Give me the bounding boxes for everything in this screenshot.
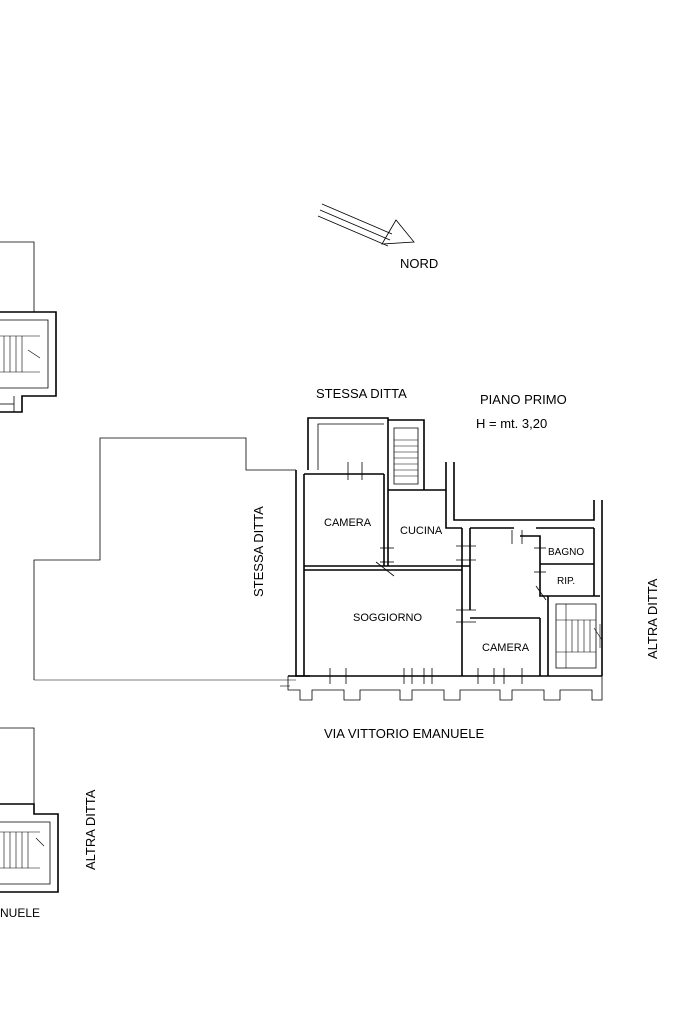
courtyard-outline: [33, 437, 296, 680]
room-label-camera-2: CAMERA: [482, 642, 530, 654]
room-label-rip: RIP.: [557, 576, 575, 587]
annex-room: [307, 417, 389, 470]
street-label: VIA VITTORIO EMANUELE: [324, 726, 484, 741]
floor-height: H = mt. 3,20: [476, 416, 547, 431]
room-label-camera-1: CAMERA: [324, 517, 372, 529]
staircase-top: [388, 419, 425, 490]
neighbor-label-left: STESSA DITTA: [251, 506, 266, 597]
neighbor-label-right: ALTRA DITTA: [645, 578, 660, 659]
floor-title: PIANO PRIMO: [480, 392, 567, 407]
left-building-top: [0, 241, 57, 413]
neighbor-label-bottom-left: ALTRA DITTA: [83, 789, 98, 870]
room-label-cucina: CUCINA: [400, 525, 443, 537]
north-arrow-icon: [317, 203, 415, 247]
left-building-bottom: [0, 727, 59, 893]
street-facade: [280, 675, 603, 701]
north-label: NORD: [400, 256, 438, 271]
room-label-bagno: BAGNO: [548, 547, 584, 558]
room-label-soggiorno: SOGGIORNO: [353, 612, 423, 624]
staircase-right: [555, 603, 603, 669]
neighbor-label-top: STESSA DITTA: [316, 386, 407, 401]
apartment-walls: [295, 462, 603, 677]
street-label-partial: NUELE: [0, 906, 40, 920]
window-marks: [329, 462, 547, 684]
